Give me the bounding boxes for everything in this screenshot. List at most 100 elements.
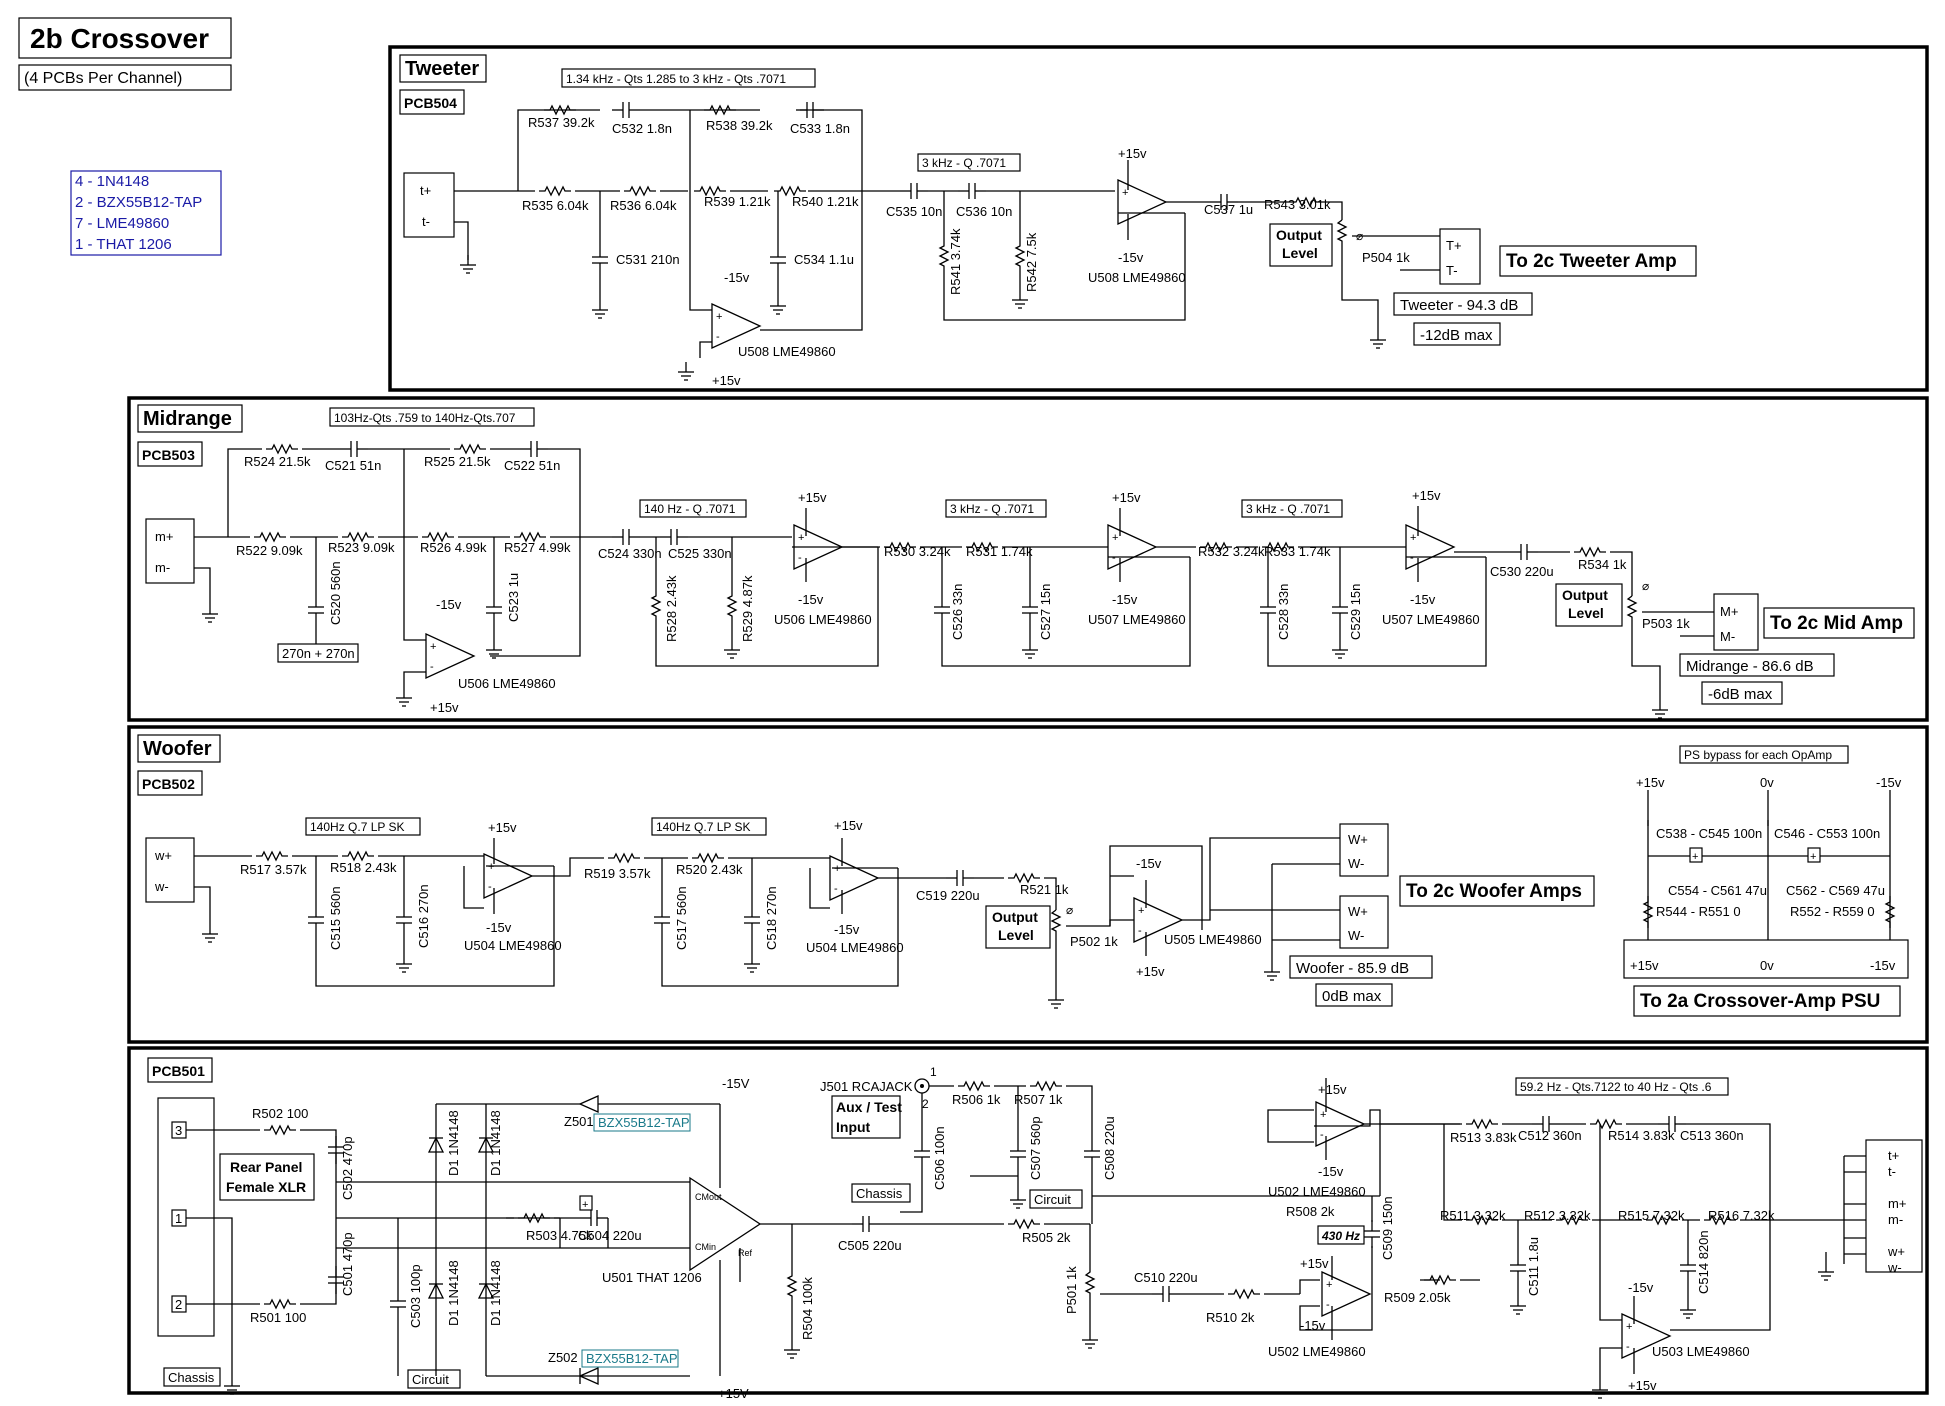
U502b-label: U502 LME49860: [1268, 1344, 1366, 1359]
R520: R520 2.43k: [676, 862, 743, 877]
psu-rail-zero-bot: 0v: [1760, 958, 1774, 973]
C562: C562 - C569 47u: [1786, 883, 1885, 898]
woofer-max: 0dB max: [1322, 988, 1382, 1005]
mid-filter2-note-box: [639, 499, 747, 518]
C522: C522 51n: [504, 458, 560, 473]
woofer-filter2-note-box: [651, 817, 767, 836]
R510: R510 2k: [1206, 1310, 1255, 1325]
U503-label: U503 LME49860: [1652, 1344, 1750, 1359]
C523: C523 1u: [506, 573, 521, 622]
tweeter-out-neg: T-: [1446, 263, 1458, 278]
R512: R512 3.32k: [1524, 1208, 1591, 1223]
R519: R519 3.57k: [584, 866, 651, 881]
hz430-box: [1317, 1225, 1365, 1245]
C524: C524 330n: [598, 546, 662, 561]
woofer-filter2-note: 140Hz Q.7 LP SK: [656, 820, 751, 834]
mid-out-neg: M-: [1720, 629, 1735, 644]
woofer-spl-box: [1289, 955, 1433, 979]
input-out-w-pos: w+: [1887, 1244, 1905, 1259]
U507b-label: U507 LME49860: [1382, 612, 1480, 627]
input-out-t-neg: t-: [1888, 1164, 1896, 1179]
P504: P504 1k: [1362, 250, 1410, 265]
C515: C515 560n: [328, 886, 343, 950]
P503: P503 1k: [1642, 616, 1690, 631]
woofer-in-pos: w+: [154, 848, 172, 863]
woofer-in-neg: w-: [154, 879, 169, 894]
input-rail-pos: +15V: [718, 1386, 749, 1401]
tweeter-pcb-box: [399, 89, 465, 115]
input-pcb-box: [147, 1057, 213, 1083]
woofer-u505-rail-neg: -15v: [1136, 856, 1162, 871]
R530: R530 3.24k: [884, 544, 951, 559]
page-subtitle: (4 PCBs Per Channel): [24, 70, 182, 87]
R524: R524 21.5k: [244, 454, 311, 469]
mid-filter3-note-box: [945, 499, 1047, 518]
C546: C546 - C553 100n: [1774, 826, 1880, 841]
psu-note: PS bypass for each OpAmp: [1684, 748, 1832, 762]
aux-label-1: Aux / Test: [836, 1099, 902, 1115]
mid-filter2-note: 140 Hz - Q .7071: [644, 502, 736, 516]
tweeter-u508a-rail-pos: +15v: [712, 373, 741, 388]
page-title: 2b Crossover: [30, 23, 209, 54]
mid-u507a-rail-neg: -15v: [1112, 592, 1138, 607]
xlr-pin2: 2: [175, 1297, 182, 1312]
svg-text:⌀: ⌀: [1356, 229, 1363, 243]
woofer-dest: To 2c Woofer Amps: [1406, 881, 1582, 902]
woofer-u504b-rail-neg: -15v: [834, 922, 860, 937]
R537: R537 39.2k: [528, 115, 595, 130]
mid-filter3-note: 3 kHz - Q .7071: [950, 502, 1034, 516]
u501-pin-cmout: CMout: [695, 1192, 722, 1202]
woofer-out-neg-b: W-: [1348, 928, 1364, 943]
C504: C504 220u: [578, 1228, 642, 1243]
input-filter-note-box: [1515, 1077, 1729, 1096]
woofer-frame: [127, 725, 1929, 1044]
C534: C534 1.1u: [794, 252, 854, 267]
mid-u506a-rail-pos: +15v: [430, 700, 459, 715]
circuit-tag-1: [407, 1369, 461, 1389]
mid-output-level-1: Output: [1562, 587, 1608, 603]
C516: C516 270n: [416, 884, 431, 948]
D1b: D1 1N4148: [488, 1110, 503, 1176]
C536: C536 10n: [956, 204, 1012, 219]
mid-u507a-rail-pos: +15v: [1112, 490, 1141, 505]
bom-item: 7 - LME49860: [75, 215, 169, 232]
mid-u506b-rail-pos: +15v: [798, 490, 827, 505]
u502a-rail-neg: -15v: [1318, 1164, 1344, 1179]
R505: R505 2k: [1022, 1230, 1071, 1245]
mid-spl: Midrange - 86.6 dB: [1686, 658, 1814, 675]
input-out-m-pos: m+: [1888, 1196, 1906, 1211]
mid-filter4-note-box: [1241, 499, 1343, 518]
psu-note-box: [1679, 745, 1849, 764]
mid-u506a-rail-neg: -15v: [436, 597, 462, 612]
C525: C525 330n: [668, 546, 732, 561]
chassis-tag-2: [851, 1183, 911, 1203]
U502a-label: U502 LME49860: [1268, 1184, 1366, 1199]
mid-dest-box: [1763, 607, 1915, 639]
C537: C537 1u: [1204, 202, 1253, 217]
C528: C528 33n: [1276, 584, 1291, 640]
R536: R536 6.04k: [610, 198, 677, 213]
C510: C510 220u: [1134, 1270, 1198, 1285]
input-frame: [127, 1046, 1929, 1395]
tweeter-input-connector: [403, 172, 455, 238]
mid-dest: To 2c Mid Amp: [1770, 613, 1903, 634]
input-out-w-neg: w-: [1887, 1260, 1902, 1275]
woofer-input-connector: [145, 837, 195, 903]
mid-max: -6dB max: [1708, 686, 1773, 703]
circuit-tag-2: [1029, 1189, 1083, 1209]
input-out-m-neg: m-: [1888, 1212, 1903, 1227]
tweeter-title-box: [399, 54, 487, 83]
U506b-label: U506 LME49860: [774, 612, 872, 627]
hz430: 430 Hz: [1321, 1229, 1360, 1243]
circuit-label-1: Circuit: [412, 1372, 449, 1387]
C503: C503 100p: [408, 1264, 423, 1328]
R516: R516 7.32k: [1708, 1208, 1775, 1223]
z501-part: BZX55B12-TAP: [598, 1115, 690, 1130]
input-output-connector: [1865, 1139, 1923, 1273]
tweeter-max: -12dB max: [1420, 327, 1493, 344]
C518: C518 270n: [764, 886, 779, 950]
psu-connector: [1623, 939, 1909, 979]
R538: R538 39.2k: [706, 118, 773, 133]
bom-item: 1 - THAT 1206: [75, 236, 172, 253]
